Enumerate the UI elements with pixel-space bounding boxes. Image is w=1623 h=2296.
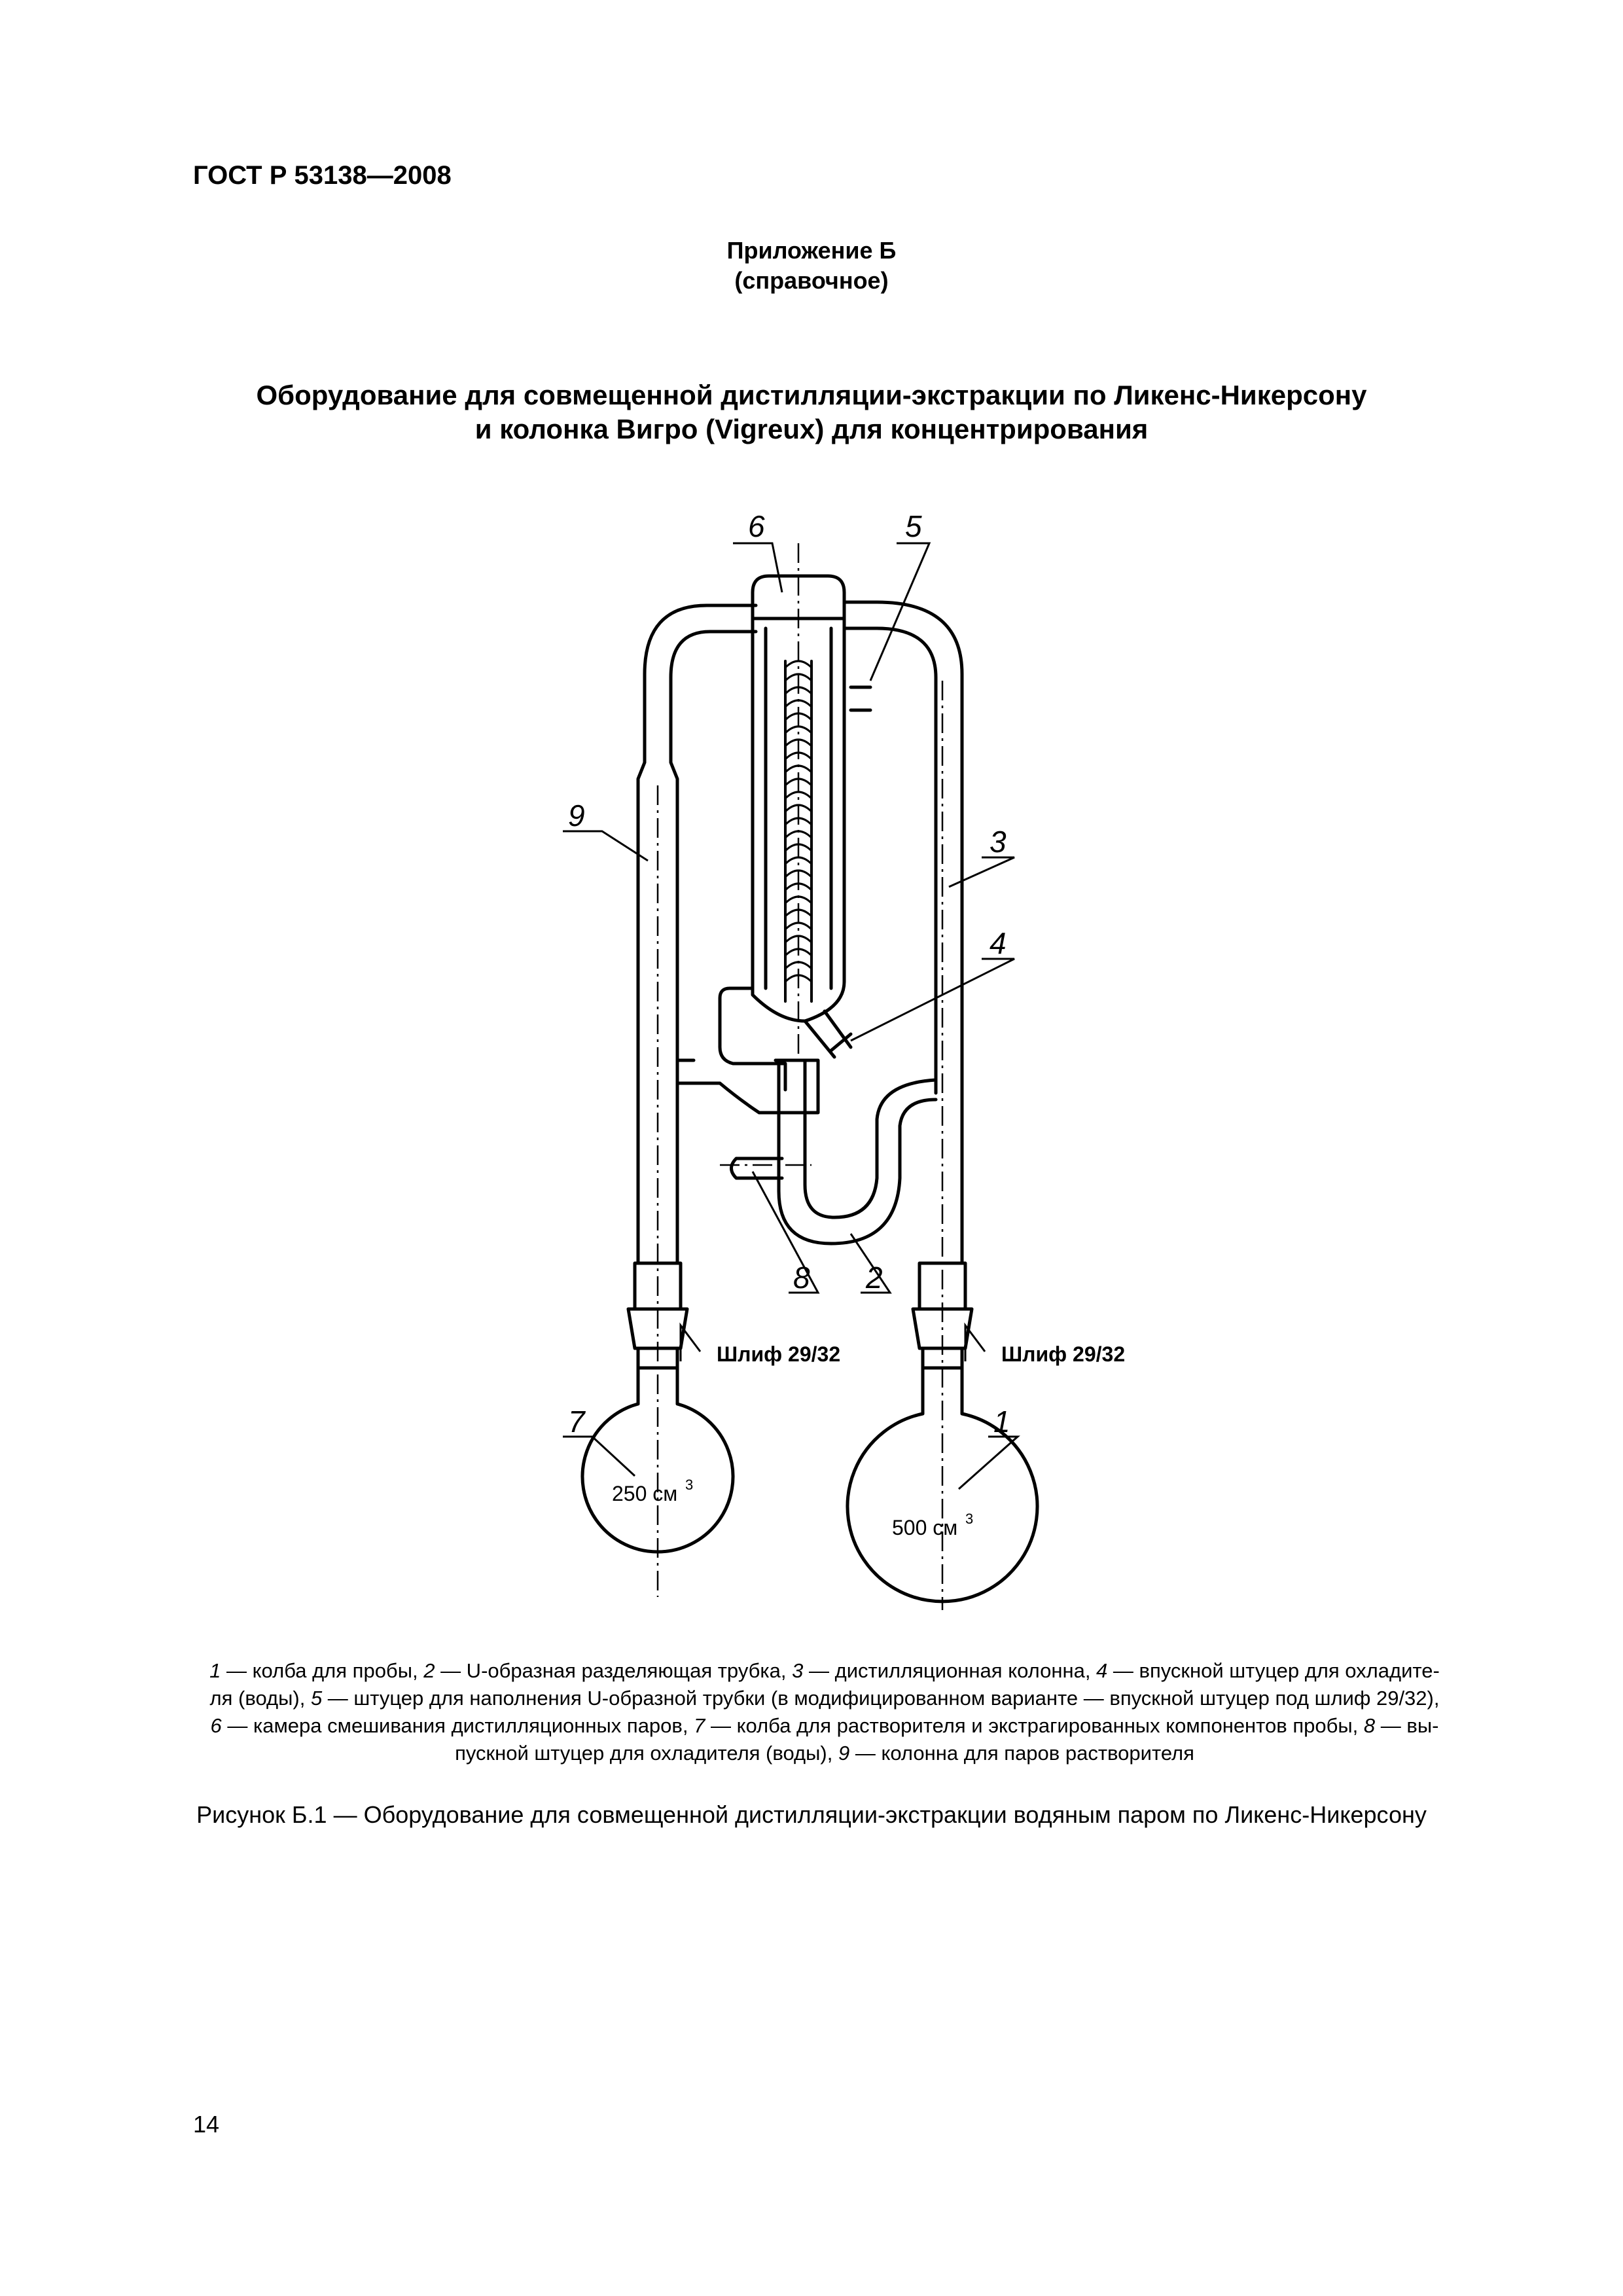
coolant-outlet bbox=[730, 1157, 784, 1180]
callout-1: 1 bbox=[993, 1405, 1010, 1439]
callout-2: 2 bbox=[865, 1261, 883, 1295]
annex-title: Приложение Б bbox=[726, 237, 897, 264]
condenser-coil bbox=[784, 660, 813, 1003]
main-title-line-2: и колонка Вигро (Vigreux) для концентрир… bbox=[474, 414, 1149, 444]
u-tube-separator bbox=[777, 1058, 938, 1246]
flask-left-volume: 250 см bbox=[612, 1482, 677, 1505]
flask-left-unit-sup: 3 bbox=[685, 1477, 693, 1493]
callout-6: 6 bbox=[748, 509, 765, 543]
page-number: 14 bbox=[193, 2111, 220, 2138]
callout-5: 5 bbox=[905, 509, 922, 543]
filling-fitting bbox=[849, 685, 872, 712]
figure-caption: Рисунок Б.1 — Оборудование для совмещенн… bbox=[196, 1801, 1427, 1828]
legend-line-2: ля (воды), 5 — штуцер для наполнения U-о… bbox=[209, 1687, 1440, 1710]
callout-4: 4 bbox=[990, 926, 1007, 960]
mixing-chamber bbox=[751, 574, 846, 620]
figure-legend: 1 — колба для пробы, 2 — U-образная разд… bbox=[183, 1657, 1466, 1767]
callout-3: 3 bbox=[990, 825, 1007, 859]
flask-solvent bbox=[580, 1366, 735, 1554]
callout-9: 9 bbox=[568, 798, 585, 833]
joint-label-left: Шлиф 29/32 bbox=[717, 1342, 840, 1366]
legend-line-4: пускной штуцер для охладителя (воды), 9 … bbox=[455, 1742, 1194, 1765]
annex-type: (справочное) bbox=[734, 267, 889, 294]
solvent-vapor-column bbox=[636, 603, 758, 1265]
callout-7: 7 bbox=[568, 1405, 586, 1439]
legend-line-1: 1 — колба для пробы, 2 — U-образная разд… bbox=[209, 1659, 1440, 1682]
axis-lines bbox=[656, 543, 944, 1610]
coolant-inlet bbox=[803, 1009, 853, 1059]
main-title-line-1: Оборудование для совмещенной дистилляции… bbox=[256, 380, 1367, 410]
flask-right-volume: 500 см bbox=[892, 1516, 957, 1539]
distillation-column bbox=[842, 600, 964, 1265]
document-code: ГОСТ Р 53138—2008 bbox=[193, 161, 452, 190]
flask-right-unit-sup: 3 bbox=[965, 1511, 973, 1527]
joint-label-right: Шлиф 29/32 bbox=[1001, 1342, 1125, 1366]
callout-8: 8 bbox=[793, 1261, 810, 1295]
flask-sample bbox=[846, 1366, 1039, 1604]
legend-line-3: 6 — камера смешивания дистилляционных па… bbox=[210, 1714, 1439, 1737]
callout-leaders bbox=[563, 542, 1020, 1490]
